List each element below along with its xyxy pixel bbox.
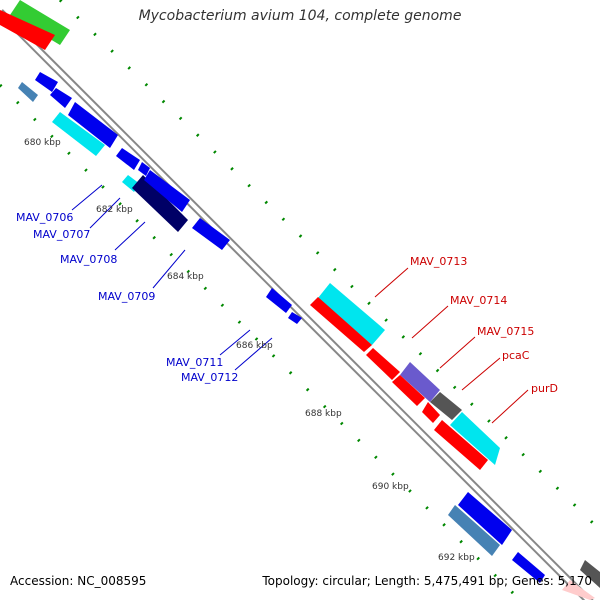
left-leader-lines [71, 184, 273, 371]
gene-label: MAV_0711 [166, 356, 223, 369]
gene-arrow [400, 362, 440, 402]
gene-arrow [580, 560, 600, 588]
right-leader-lines [374, 267, 529, 424]
gene-arrow [50, 88, 72, 108]
leader-line [491, 389, 529, 424]
genome-backbone [0, 9, 594, 600]
genome-summary: Topology: circular; Length: 5,475,491 bp… [262, 574, 592, 588]
leader-line [234, 337, 273, 371]
gene-label: MAV_0713 [410, 255, 467, 268]
leader-line [114, 221, 146, 251]
leader-line [71, 184, 103, 211]
gene-label: MAV_0709 [98, 290, 155, 303]
gene-arrow [562, 580, 595, 600]
tick-label: 688 kbp [305, 409, 342, 419]
leader-line [461, 357, 501, 391]
right-gene-labels: MAV_0713 MAV_0714 MAV_0715 pcaC purD [410, 255, 558, 395]
gene-label: MAV_0712 [181, 371, 238, 384]
tick-label: 692 kbp [438, 553, 475, 563]
map-title: Mycobacterium avium 104, complete genome [138, 8, 462, 24]
gene-arrow [458, 492, 512, 545]
gene-arrow [116, 148, 140, 170]
gene-label: purD [531, 382, 558, 395]
gene-arrow [430, 392, 462, 420]
gene-label: MAV_0714 [450, 294, 507, 307]
gene-arrow [366, 348, 400, 380]
gene-arrow [450, 412, 500, 465]
tick-label: 690 kbp [372, 482, 409, 492]
tick-label: 684 kbp [167, 272, 204, 282]
gc-track-outer [58, 0, 600, 532]
leader-line [152, 249, 186, 289]
gene-arrow [288, 312, 302, 324]
gene-arrow [192, 218, 230, 250]
gene-arrow [52, 112, 105, 156]
gene-arrow [138, 162, 150, 176]
leader-line [374, 267, 409, 298]
gene-label: MAV_0708 [60, 253, 117, 266]
gene-label: MAV_0715 [477, 325, 534, 338]
gene-arrow [144, 170, 190, 212]
forward-features [0, 0, 500, 465]
gene-arrow [266, 288, 292, 313]
tick-labels: 680 kbp 682 kbp 684 kbp 686 kbp 688 kbp … [24, 138, 475, 563]
tick-label: 682 kbp [96, 205, 133, 215]
gene-label: pcaC [502, 349, 530, 362]
gene-arrow [318, 283, 385, 345]
gene-label: MAV_0707 [33, 228, 90, 241]
tick-label: 680 kbp [24, 138, 61, 148]
gene-arrow [35, 72, 58, 92]
gene-arrow [18, 82, 38, 102]
left-gene-labels: MAV_0706 MAV_0707 MAV_0708 MAV_0709 MAV_… [16, 211, 238, 384]
leader-line [89, 197, 121, 229]
accession-text: Accession: NC_008595 [10, 574, 147, 588]
gene-arrow [422, 402, 440, 423]
tick-label: 686 kbp [236, 341, 273, 351]
gene-arrow [68, 102, 118, 148]
reverse-features [18, 72, 600, 600]
gene-arrow [392, 375, 425, 406]
leader-line [219, 329, 251, 356]
gene-arrow [448, 505, 500, 556]
gene-arrow [132, 175, 188, 232]
gene-arrow [512, 552, 545, 583]
gene-arrow [434, 420, 488, 470]
gc-track-inner [0, 83, 522, 600]
leader-line [439, 336, 476, 369]
gene-label: MAV_0706 [16, 211, 73, 224]
leader-line [411, 305, 449, 339]
gene-arrow [0, 10, 55, 50]
gene-arrow [10, 0, 70, 45]
gene-arrow [310, 297, 372, 352]
